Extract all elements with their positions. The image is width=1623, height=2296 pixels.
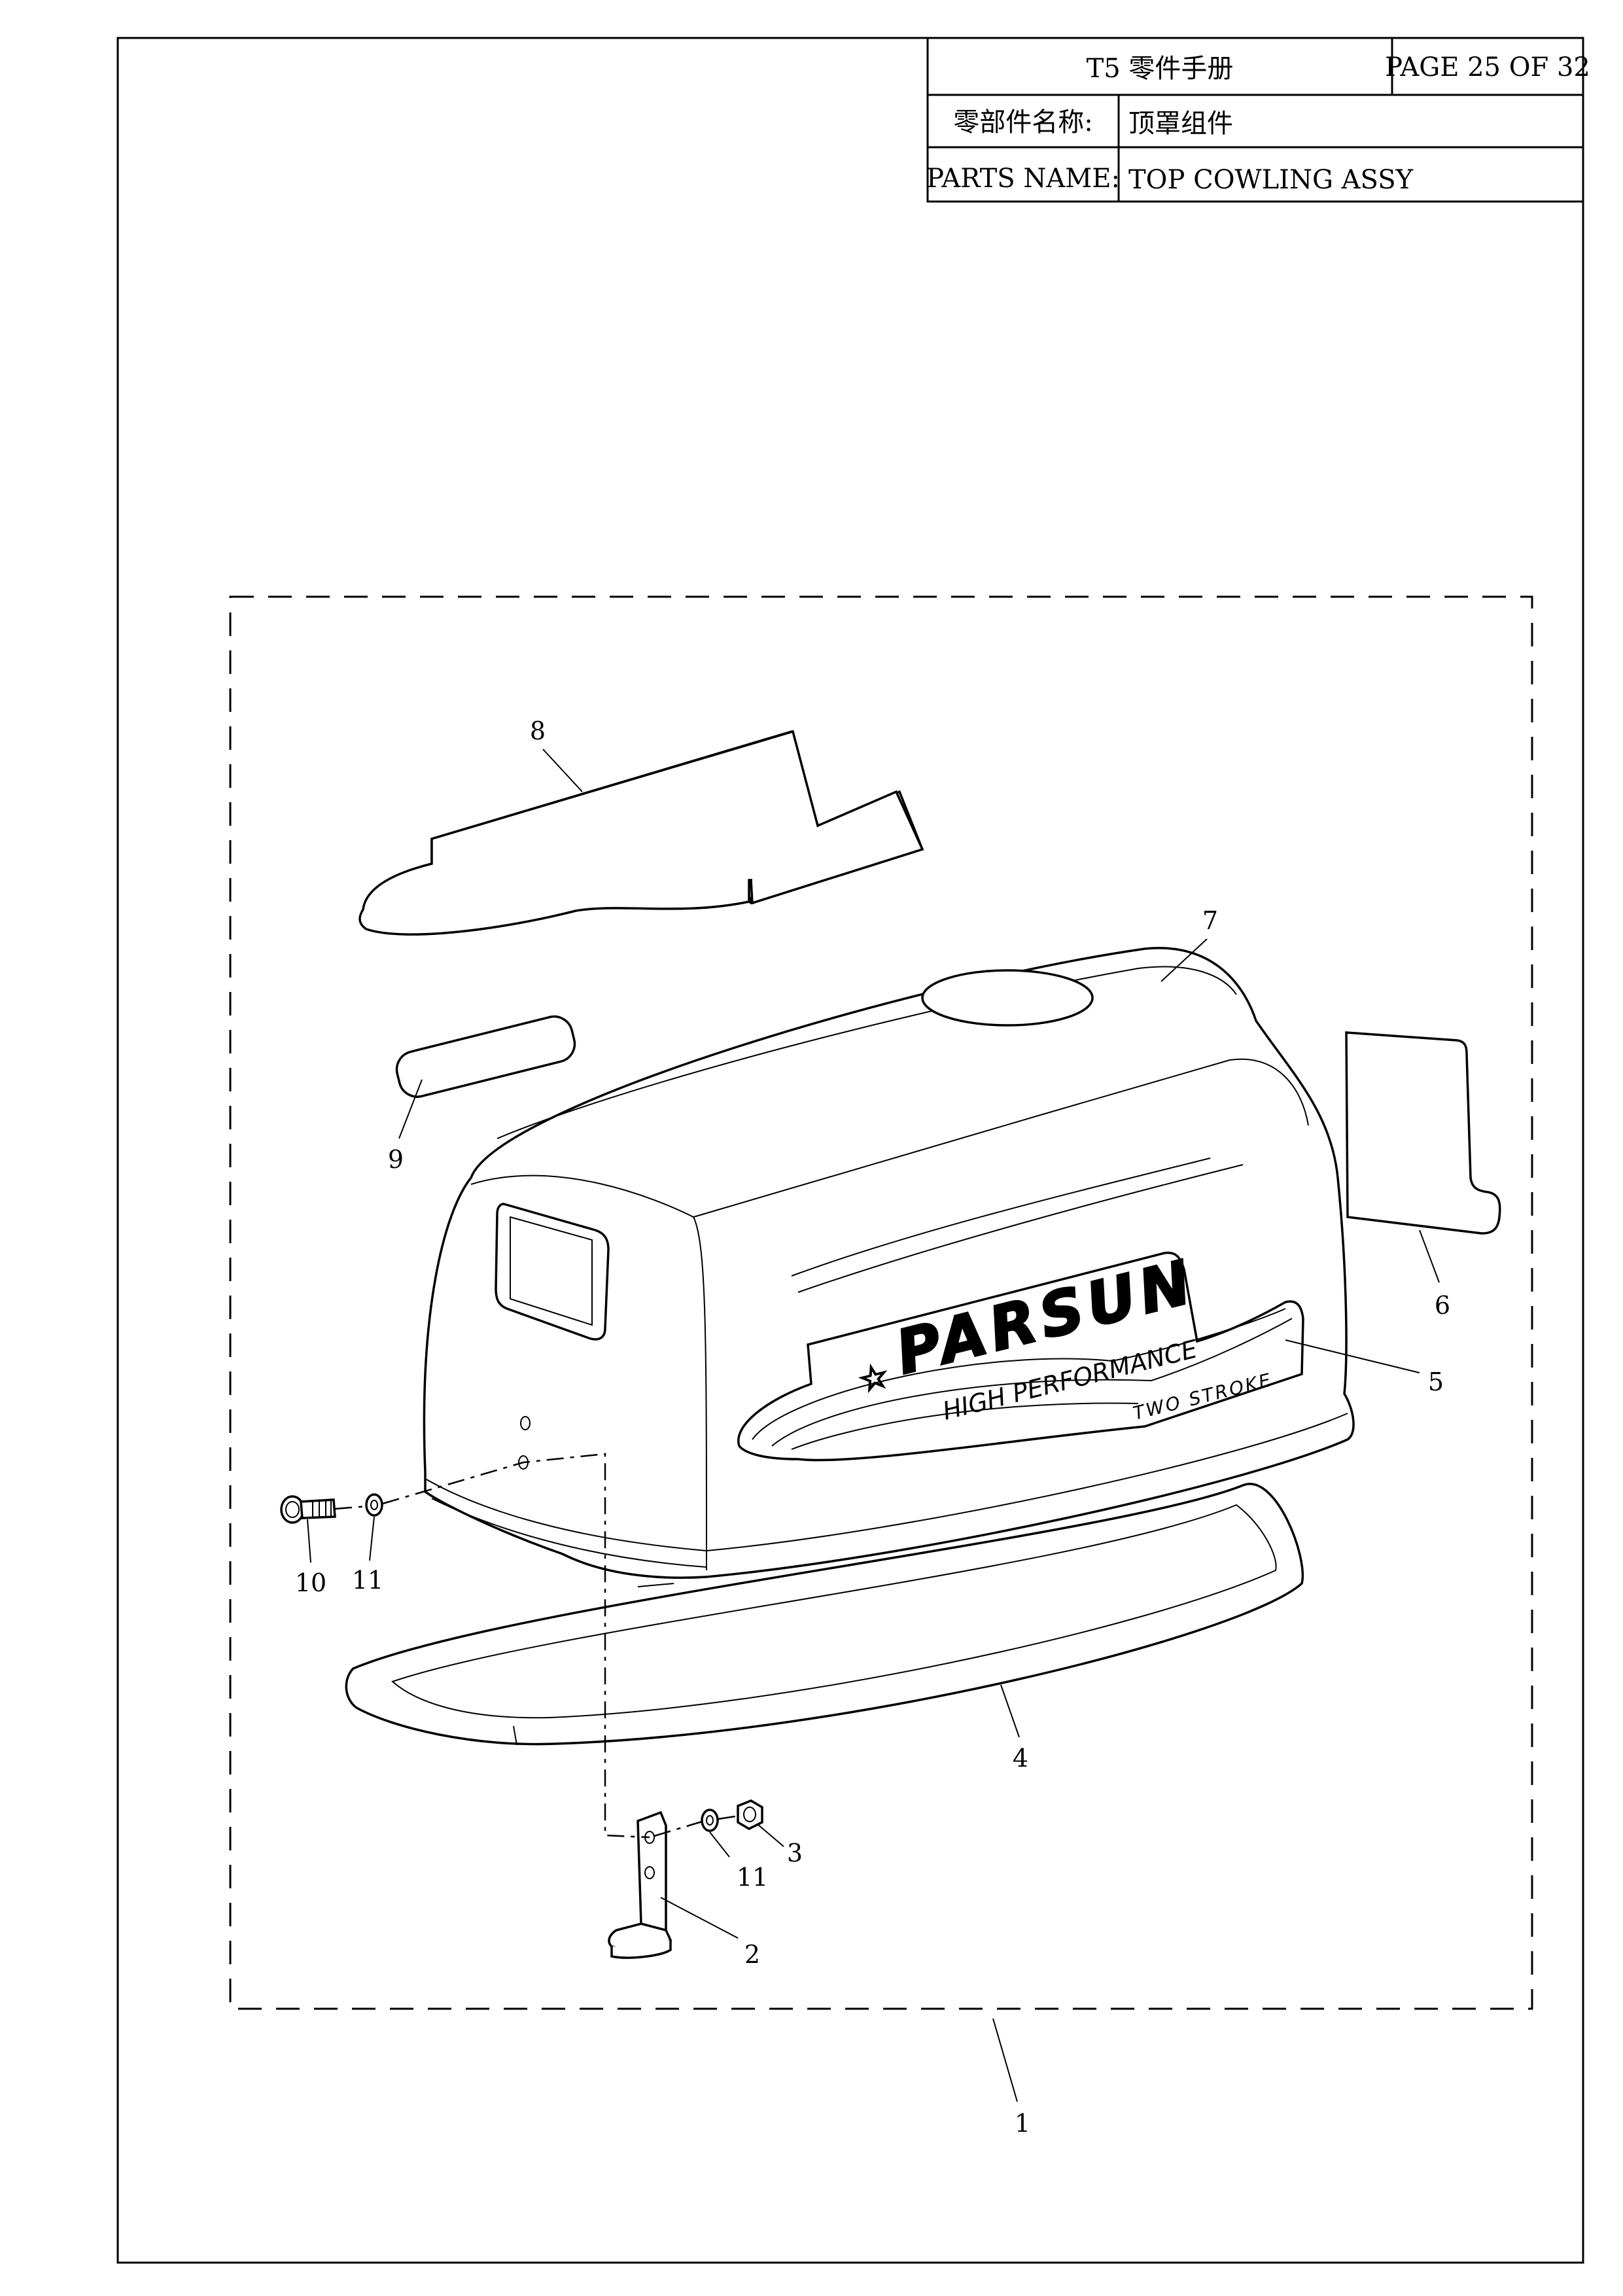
- cowling-side-vent: [495, 1203, 610, 1341]
- callout-8: 8: [530, 716, 546, 745]
- part-4-bottom-seal: [345, 1483, 1304, 1746]
- callout-1: 1: [1015, 2109, 1030, 2138]
- part-10-bolt: [280, 1495, 336, 1524]
- title-block-page: PAGE 25 OF 32: [1385, 52, 1590, 82]
- parts-name-label-en: PARTS NAME:: [926, 164, 1120, 194]
- callout-2: 2: [744, 1940, 760, 1969]
- callout-7: 7: [1202, 906, 1218, 935]
- part-11-washer-upper: [365, 1493, 383, 1517]
- title-block-title: T5 零件手册: [1087, 54, 1234, 84]
- title-block: T5 零件手册 PAGE 25 OF 32 零部件名称: 顶罩组件 PARTS …: [926, 37, 1590, 203]
- part-6-rear-gasket: [1345, 1031, 1501, 1235]
- callout-6: 6: [1435, 1291, 1450, 1320]
- parts-name-value-en: TOP COWLING ASSY: [1128, 165, 1414, 195]
- callouts: 1 2 3 4 5 6 7 8 9 10 11 11: [295, 716, 1450, 2138]
- drawing-frame: [116, 37, 1584, 2264]
- callout-11a: 11: [352, 1566, 383, 1595]
- assembly-boundary: [229, 595, 1533, 2010]
- cowling-cap-opening: [921, 969, 1094, 1027]
- assembly-centerlines: [334, 1453, 740, 1839]
- part-8-top-gasket-body: [358, 730, 924, 936]
- callout-10: 10: [295, 1568, 326, 1597]
- part-11-washer-lower: [701, 1809, 719, 1832]
- part-3-nut: [737, 1799, 763, 1830]
- callout-5: 5: [1428, 1368, 1444, 1396]
- parts-name-label-cn: 零部件名称:: [953, 107, 1092, 137]
- part-2-bracket: [608, 1810, 672, 1959]
- leader-lines: [307, 749, 1440, 2102]
- callout-9: 9: [388, 1145, 404, 1174]
- parts-name-value-cn: 顶罩组件: [1128, 109, 1233, 139]
- callout-11b: 11: [737, 1863, 768, 1892]
- callout-4: 4: [1013, 1744, 1028, 1773]
- part-9-rubber-strip: [395, 1015, 576, 1098]
- callout-3: 3: [787, 1839, 803, 1867]
